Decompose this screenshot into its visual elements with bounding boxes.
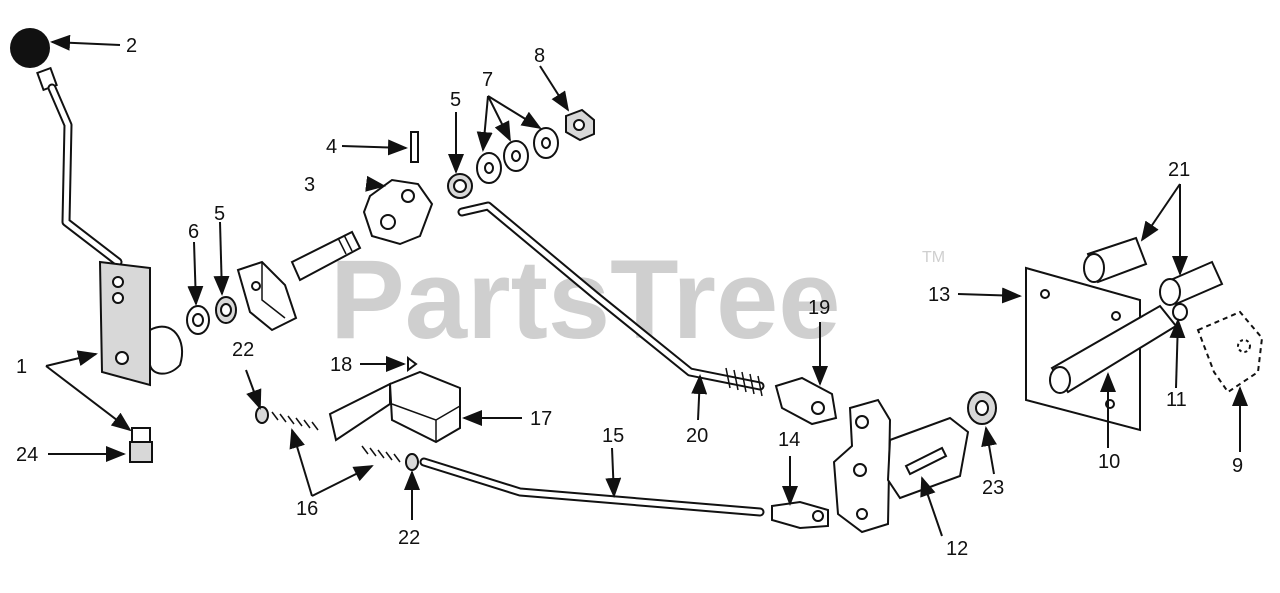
part-retainer-lower xyxy=(405,453,419,471)
part-shift-arm xyxy=(362,178,434,246)
part-nut xyxy=(565,108,595,142)
callout-2: 2 xyxy=(126,35,137,57)
callout-13: 13 xyxy=(928,284,950,306)
callout-19: 19 xyxy=(808,297,830,319)
part-retainer-upper xyxy=(255,406,269,424)
part-clevis-lower xyxy=(771,500,829,530)
part-washers xyxy=(476,127,559,184)
callout-15: 15 xyxy=(602,425,624,447)
part-screw xyxy=(129,427,153,463)
part-shift-lever xyxy=(47,83,183,387)
watermark-trademark: TM xyxy=(922,249,945,266)
part-shift-rod xyxy=(457,201,765,397)
callout-6: 6 xyxy=(188,221,199,243)
part-washer-left xyxy=(186,305,210,335)
callout-10: 10 xyxy=(1098,451,1120,473)
callout-22-upper: 22 xyxy=(232,339,254,361)
part-detent-bracket xyxy=(328,370,461,444)
callout-11: 11 xyxy=(1166,389,1187,411)
part-knob xyxy=(10,28,58,92)
callout-9: 9 xyxy=(1232,455,1243,477)
callout-22-lower: 22 xyxy=(398,527,420,549)
callout-24: 24 xyxy=(16,444,38,466)
callout-16: 16 xyxy=(296,498,318,520)
callout-1: 1 xyxy=(16,356,27,378)
callout-5-lower: 5 xyxy=(214,203,225,225)
callout-17: 17 xyxy=(530,408,552,430)
part-lower-rod xyxy=(419,457,765,517)
part-small-pin xyxy=(407,356,418,372)
part-small-washer xyxy=(1172,303,1188,321)
callout-21: 21 xyxy=(1168,159,1190,181)
part-spacer xyxy=(967,391,997,425)
part-bracket-block xyxy=(236,260,298,332)
part-shift-fork xyxy=(1196,310,1264,394)
callout-20: 20 xyxy=(686,425,708,447)
callout-3: 3 xyxy=(304,174,315,196)
part-rollers xyxy=(1083,236,1224,306)
part-springs xyxy=(271,411,401,463)
leader-lines xyxy=(45,34,1248,537)
callout-12: 12 xyxy=(946,538,968,560)
part-shaft xyxy=(290,230,362,282)
part-clevis-upper xyxy=(774,376,838,426)
callout-8: 8 xyxy=(534,45,545,67)
callout-18: 18 xyxy=(330,354,352,376)
callout-5-upper: 5 xyxy=(450,89,461,111)
watermark-text: PartsTree xyxy=(330,237,841,362)
part-bell-crank xyxy=(832,398,970,534)
part-bushing-upper xyxy=(447,173,473,199)
callout-4: 4 xyxy=(326,136,337,158)
callout-23: 23 xyxy=(982,477,1004,499)
part-bushing-left xyxy=(215,296,237,324)
part-pin xyxy=(410,131,419,163)
callout-14: 14 xyxy=(778,429,800,451)
callout-7: 7 xyxy=(482,69,493,91)
